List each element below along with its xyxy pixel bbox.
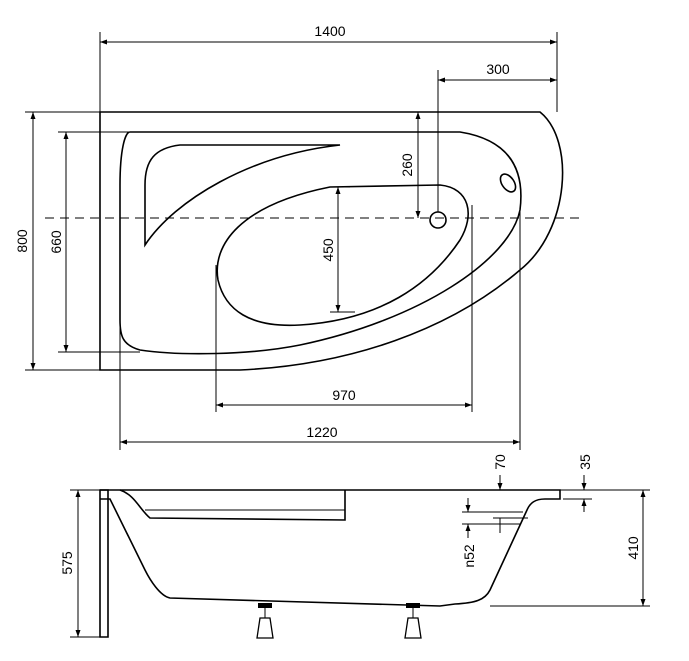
label-35: 35 [577,454,593,470]
label-260: 260 [399,153,415,177]
label-970: 970 [332,387,356,403]
backrest-contour [144,144,341,248]
label-300: 300 [486,61,510,77]
label-800: 800 [14,229,30,253]
label-n52: n52 [461,544,477,568]
label-1220: 1220 [306,424,337,440]
label-660: 660 [48,230,64,254]
label-410: 410 [625,536,641,560]
basin-contour [216,184,469,327]
label-70: 70 [492,454,508,470]
label-1400: 1400 [314,23,345,39]
backrest-profile [119,489,346,521]
top-view: 1400 300 800 660 260 450 970 1220 [14,23,580,450]
label-575: 575 [59,551,75,575]
foot-left [256,603,274,639]
drain-hole [429,211,447,229]
side-view: 575 410 70 35 n52 [59,454,650,639]
label-450: 450 [320,238,336,262]
overflow-hole [499,173,517,193]
tub-profile [100,489,561,607]
foot-right [404,603,422,639]
outer-outline [99,111,564,371]
side-panel [99,489,109,638]
